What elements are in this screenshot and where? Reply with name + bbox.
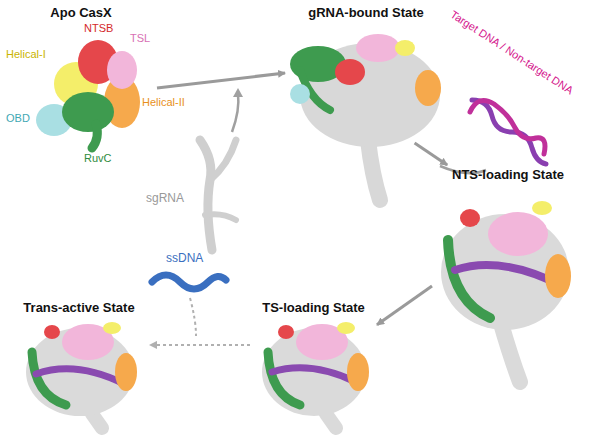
ssdna-strand	[152, 275, 226, 289]
ts-loading-shape	[262, 322, 369, 428]
grna-bound-shape	[290, 34, 441, 200]
molecule-label: ssDNA	[166, 252, 203, 265]
state-title: gRNA-bound State	[289, 5, 443, 20]
state-transition-arrow	[150, 344, 250, 346]
state-title: Apo CasX	[9, 5, 153, 20]
nts-loading-shape	[441, 201, 571, 382]
domain-label: RuvC	[84, 152, 112, 164]
trans-active-shape	[26, 322, 137, 428]
domain-label: NTSB	[84, 22, 113, 34]
dna-helix	[470, 100, 546, 164]
state-transition-arrow	[157, 73, 285, 88]
state-panel: TS-loading State	[250, 298, 377, 432]
molecule-label: sgRNA	[146, 192, 184, 205]
binding-arrow	[232, 94, 238, 132]
state-transition-arrow	[415, 143, 448, 165]
domain-label: Helical-II	[142, 96, 185, 108]
state-panel: gRNA-bound State	[285, 3, 447, 143]
sgrna-shape	[200, 140, 236, 250]
domain-label: Helical-I	[6, 48, 46, 60]
apo-casx-shape	[36, 40, 140, 148]
domain-label: OBD	[6, 112, 30, 124]
state-panel: Apo CasX	[5, 3, 157, 173]
state-title: NTS-loading State	[436, 167, 580, 182]
domain-label: TSL	[130, 32, 150, 44]
dotted-arrow	[190, 298, 196, 336]
molecule-label: Target DNA / Non-target DNA	[448, 8, 575, 96]
state-title: Trans-active State	[12, 300, 146, 315]
state-transition-arrow	[377, 286, 432, 325]
state-panel: NTS-loading State	[432, 165, 584, 385]
state-panel: Trans-active State	[8, 298, 150, 432]
state-title: TS-loading State	[254, 300, 373, 315]
